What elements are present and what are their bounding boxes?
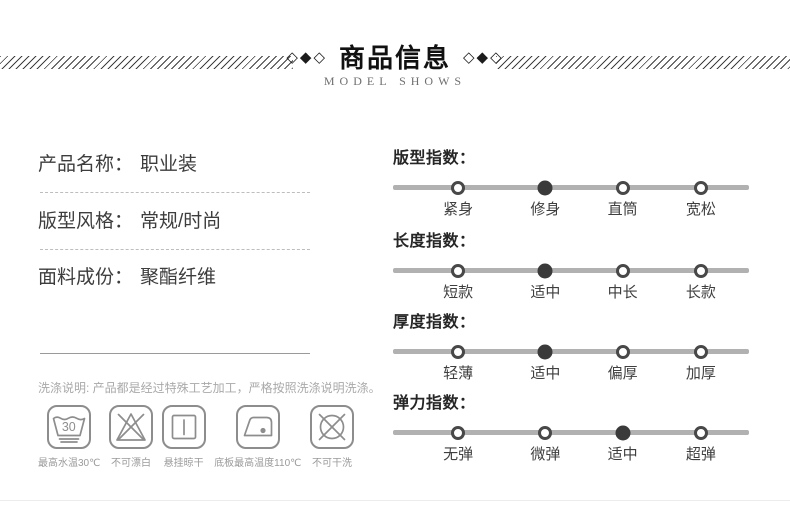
index-option-label: 紧身 xyxy=(443,201,474,218)
index-labels: 轻薄 适中 偏厚 加厚 xyxy=(393,362,749,382)
index-option-label: 中长 xyxy=(607,284,638,301)
index-block-length: 长度指数： 短款 适中 中长 长款 xyxy=(393,229,749,301)
index-dot xyxy=(537,344,553,360)
spec-label: 面料成份： xyxy=(38,267,134,288)
index-dot xyxy=(537,263,553,279)
index-option-label: 适中 xyxy=(607,446,638,463)
index-title: 版型指数： xyxy=(393,150,476,167)
hang-dry-icon xyxy=(161,405,206,449)
track-line xyxy=(393,349,749,354)
index-option-label: 适中 xyxy=(530,365,561,382)
header-hatch-right xyxy=(496,56,790,69)
solid-divider xyxy=(40,353,310,354)
product-index-panel: 版型指数： 紧身 修身 直筒 宽松 长度指数： 短款 适中 中长 长款 xyxy=(393,146,749,486)
index-dot xyxy=(693,426,708,440)
index-labels: 紧身 修身 直筒 宽松 xyxy=(393,198,749,218)
care-label: 悬挂晾干 xyxy=(163,458,204,469)
dashed-divider xyxy=(40,249,310,250)
diamond-ornament-icon: ◇◆◇ xyxy=(286,49,327,66)
care-label: 不可漂白 xyxy=(110,458,151,469)
spec-fabric: 面料成份： 聚酯纤维 xyxy=(38,265,216,291)
index-option-label: 短款 xyxy=(443,284,474,301)
care-icons-row: 30 最高水温30℃ 不可漂白 悬挂晾干 xyxy=(38,405,354,469)
track-line xyxy=(393,430,749,435)
page-title: 商品信息 xyxy=(338,43,451,73)
index-option-label: 直筒 xyxy=(607,201,638,218)
index-dot xyxy=(451,426,466,440)
index-option-label: 微弹 xyxy=(530,446,561,463)
index-option-label: 长款 xyxy=(685,284,716,301)
index-option-label: 修身 xyxy=(530,201,561,218)
index-track xyxy=(393,263,749,279)
iron-max-110-icon xyxy=(235,405,280,449)
header-hatch-left xyxy=(0,56,293,69)
index-labels: 无弹 微弹 适中 超弹 xyxy=(393,443,749,463)
index-dot xyxy=(537,180,553,196)
svg-text:30: 30 xyxy=(62,420,76,434)
track-line xyxy=(393,185,749,190)
section-header: ◇◆◇ 商品信息 ◇◆◇ xyxy=(0,42,790,74)
track-line xyxy=(393,268,749,273)
care-item-iron-110: 底板最高温度110℃ xyxy=(214,405,301,469)
care-label: 不可干洗 xyxy=(311,458,352,469)
index-dot xyxy=(538,426,553,440)
index-dot xyxy=(615,181,630,195)
bottom-divider xyxy=(0,500,790,501)
product-specs-panel: 产品名称： 职业装 版型风格： 常规/时尚 面料成份： 聚酯纤维 洗涤说明: 产品都是… xyxy=(38,148,381,488)
spec-value: 职业装 xyxy=(140,154,198,175)
index-dot xyxy=(693,181,708,195)
index-option-label: 无弹 xyxy=(443,446,474,463)
no-bleach-icon xyxy=(108,405,153,449)
index-option-label: 轻薄 xyxy=(443,365,474,382)
index-labels: 短款 适中 中长 长款 xyxy=(393,281,749,301)
index-option-label: 加厚 xyxy=(685,365,716,382)
index-track xyxy=(393,425,749,441)
index-block-elasticity: 弹力指数： 无弹 微弹 适中 超弹 xyxy=(393,391,749,463)
index-dot xyxy=(451,345,466,359)
index-block-thickness: 厚度指数： 轻薄 适中 偏厚 加厚 xyxy=(393,310,749,382)
dashed-divider xyxy=(40,192,310,193)
index-dot xyxy=(615,425,631,441)
page-subtitle: MODEL SHOWS xyxy=(323,74,467,88)
index-dot xyxy=(451,264,466,278)
index-block-fit: 版型指数： 紧身 修身 直筒 宽松 xyxy=(393,146,749,218)
care-item-hang-dry: 悬挂晾干 xyxy=(161,405,206,469)
wash-instructions-note: 洗涤说明: 产品都是经过特殊工艺加工，严格按照洗涤说明洗涤。 xyxy=(38,381,381,395)
index-dot xyxy=(693,345,708,359)
index-option-label: 偏厚 xyxy=(607,365,638,382)
spec-label: 版型风格： xyxy=(38,211,134,232)
index-dot xyxy=(615,264,630,278)
index-option-label: 宽松 xyxy=(685,201,716,218)
index-track xyxy=(393,180,749,196)
index-title: 厚度指数： xyxy=(393,314,476,331)
spec-product-name: 产品名称： 职业装 xyxy=(38,152,197,178)
index-track xyxy=(393,344,749,360)
care-item-wash-30: 30 最高水温30℃ xyxy=(38,405,100,469)
spec-value: 常规/时尚 xyxy=(140,211,222,232)
index-title: 长度指数： xyxy=(393,233,476,250)
index-option-label: 适中 xyxy=(530,284,561,301)
index-title: 弹力指数： xyxy=(393,395,476,412)
index-dot xyxy=(451,181,466,195)
index-dot xyxy=(693,264,708,278)
spec-value: 聚酯纤维 xyxy=(140,267,217,288)
diamond-ornament-icon: ◇◆◇ xyxy=(463,49,504,66)
care-item-no-dry-clean: 不可干洗 xyxy=(309,405,354,469)
index-dot xyxy=(615,345,630,359)
care-item-no-bleach: 不可漂白 xyxy=(108,405,153,469)
spec-style: 版型风格： 常规/时尚 xyxy=(38,209,221,235)
spec-label: 产品名称： xyxy=(38,154,134,175)
index-option-label: 超弹 xyxy=(685,446,716,463)
care-label: 最高水温30℃ xyxy=(38,458,101,469)
wash-max-30-icon: 30 xyxy=(47,405,92,449)
care-label: 底板最高温度110℃ xyxy=(214,458,302,469)
no-dry-clean-icon xyxy=(309,405,354,449)
